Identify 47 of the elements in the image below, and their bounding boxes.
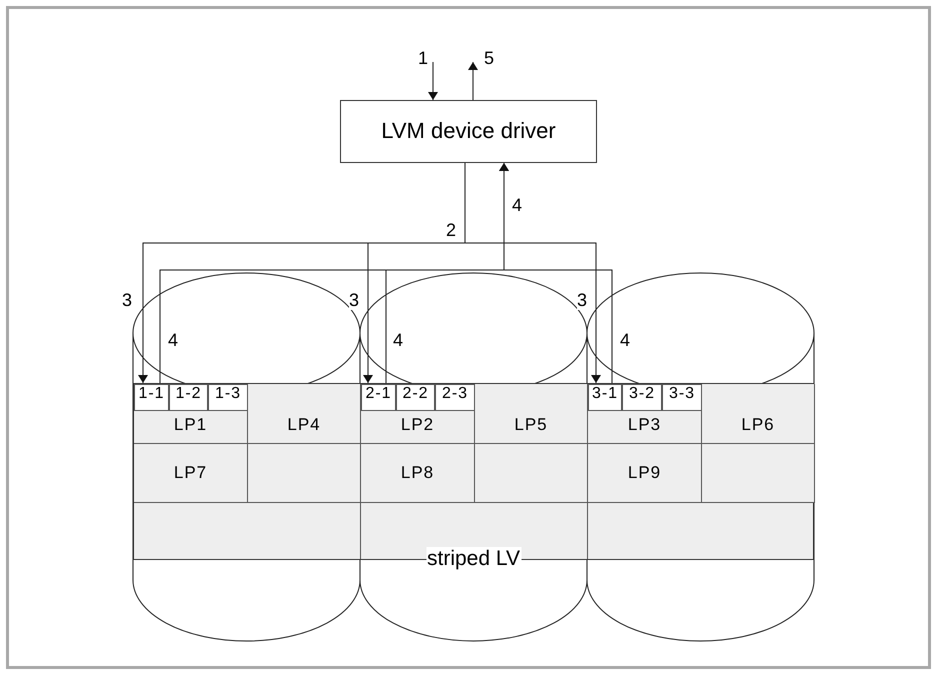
node-text: LP1 (174, 416, 208, 435)
volume-label: striped LV (426, 547, 521, 571)
node-text: 3-2 (628, 385, 656, 403)
stripe-unit-cell (622, 384, 662, 411)
partition-cell (702, 384, 815, 444)
node-text: 2-3 (442, 385, 468, 403)
stripe-unit-cell (662, 384, 702, 411)
partition-cell (588, 444, 702, 503)
arrow (499, 162, 612, 384)
node-text: LVM device driver (381, 119, 556, 144)
node-text: 2-1 (365, 385, 392, 403)
partition-cell (588, 384, 702, 444)
partition-cell (702, 444, 815, 503)
stripe-unit-cell (361, 384, 396, 411)
stripe-unit-cell (208, 384, 248, 411)
partition-cell (248, 444, 361, 503)
node-text: LP8 (400, 464, 434, 482)
node-text: LP4 (287, 416, 321, 435)
partition-cell (361, 444, 475, 503)
edge-label: 3 (349, 290, 360, 310)
partition-cell (134, 444, 248, 503)
node-text: LP6 (741, 416, 775, 435)
partition-cell (361, 384, 475, 444)
stripe-unit-cell (588, 384, 622, 411)
edge-label: 3 (577, 290, 588, 310)
node-text: LP9 (628, 464, 662, 482)
node-text: 3-3 (668, 385, 696, 403)
stripe-unit-cell (169, 384, 208, 411)
partition-cell (248, 384, 361, 444)
node-text: LP3 (628, 416, 662, 435)
partition-cell (475, 444, 588, 503)
node-text: 1-2 (175, 385, 202, 403)
node-text: LP7 (174, 464, 208, 482)
node-text: LP5 (514, 416, 548, 435)
stripe-unit-cell (396, 384, 435, 411)
arrow (468, 62, 478, 100)
node-text: 1-3 (214, 385, 242, 403)
node-text: 1-1 (138, 385, 165, 403)
stripe-unit-cell (435, 384, 475, 411)
partition-cell (475, 384, 588, 444)
node-text: LP2 (400, 416, 434, 435)
node-text: 3-1 (592, 385, 618, 403)
node-text: 2-2 (402, 385, 429, 403)
stripe-unit-cell (134, 384, 169, 411)
process-box (340, 100, 597, 163)
arrow (428, 62, 438, 100)
partition-cell (134, 384, 248, 444)
